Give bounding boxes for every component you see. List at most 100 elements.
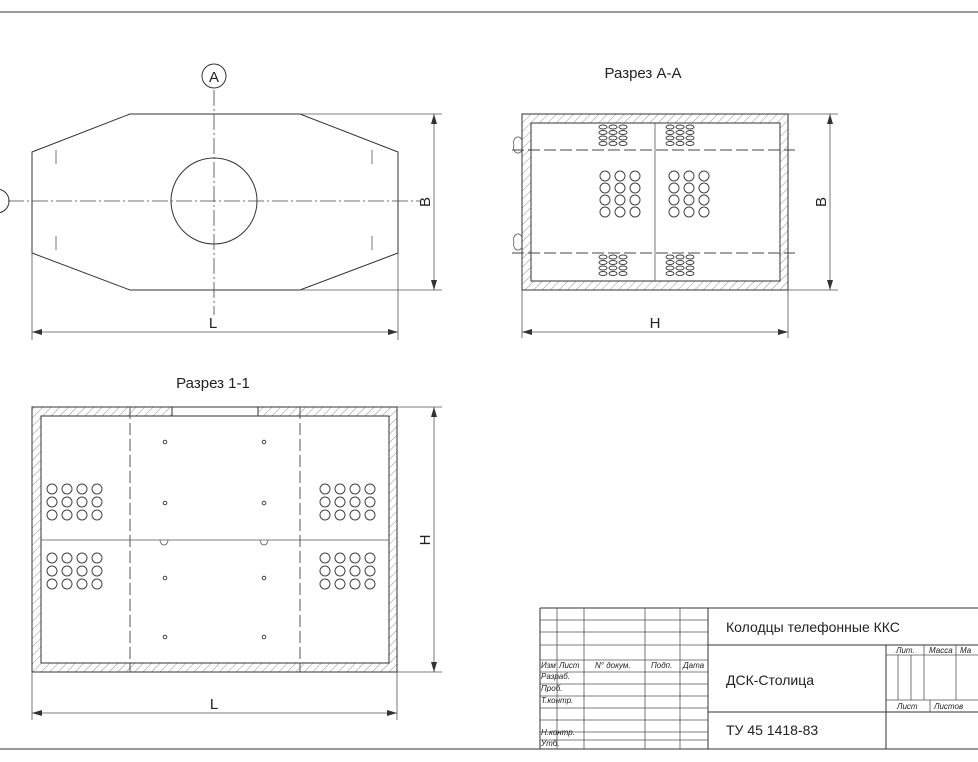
section-aa-title: Разрез А-А (605, 65, 682, 82)
perforation-hole (683, 170, 695, 182)
dim-label-11-l: L (210, 696, 218, 713)
perforation-hole (61, 578, 73, 590)
slot-hole (665, 135, 675, 141)
slot-hole (598, 254, 608, 260)
slot-hole (618, 130, 628, 135)
slot-hole (685, 271, 695, 276)
perforation-hole (91, 552, 103, 564)
title-block: Изм Лист N° докум. Подп. Дата Разраб. Пр… (539, 607, 978, 749)
bolt-hole (261, 500, 267, 506)
tb-row-razrab: Разраб. (541, 672, 570, 681)
perforation-hole (61, 552, 73, 564)
slot-hole (665, 130, 675, 135)
perforation-hole (76, 483, 88, 495)
perforation-hole (76, 552, 88, 564)
perforation-hole (364, 496, 376, 508)
slot-hole (598, 124, 608, 130)
perforation-hole (599, 206, 611, 218)
tb-col-izm: Изм (541, 661, 556, 670)
bolt-hole (162, 439, 168, 445)
tb-sheet-label: Лист (896, 702, 918, 711)
tb-col-sign: Подп. (651, 661, 672, 670)
slot-hole (665, 265, 675, 271)
slot-hole (675, 124, 685, 130)
slot-hole (675, 254, 685, 260)
slot-hole (665, 124, 675, 130)
perforation-hole (76, 496, 88, 508)
perforation-hole (76, 509, 88, 521)
plan-outline (31, 113, 399, 291)
slot-hole (685, 124, 695, 130)
section-marker-a (201, 63, 227, 89)
slot-hole (675, 135, 685, 141)
perforation-hole (364, 578, 376, 590)
bolt-hole (261, 634, 267, 640)
perforation-hole (629, 182, 641, 194)
perforation-hole (629, 170, 641, 182)
perforation-hole (668, 194, 680, 206)
perforation-hole (91, 565, 103, 577)
slot-hole (618, 141, 628, 146)
slot-hole (608, 271, 618, 276)
tb-organization: ДСК-Столица (726, 672, 814, 688)
perforation-hole (349, 565, 361, 577)
sheet-frame (0, 11, 978, 750)
perforation-hole (46, 496, 58, 508)
perforation-hole (334, 509, 346, 521)
slot-hole (598, 265, 608, 271)
slot-hole (598, 141, 608, 146)
perforation-hole (46, 565, 58, 577)
section-11-perforations (46, 439, 376, 640)
tb-title: Колодцы телефонные ККС (726, 619, 900, 635)
perforation-hole (349, 578, 361, 590)
perforation-hole (76, 565, 88, 577)
slot-hole (608, 124, 618, 130)
section-11-view: Разрез 1-1 L H (31, 375, 442, 720)
slot-hole (675, 260, 685, 265)
perforation-hole (61, 496, 73, 508)
tb-mass-label: Масса (929, 646, 953, 655)
perforation-hole (334, 565, 346, 577)
perforation-hole (349, 509, 361, 521)
perforation-hole (683, 194, 695, 206)
perforation-hole (46, 483, 58, 495)
bolt-hole (261, 575, 267, 581)
perforation-hole (698, 182, 710, 194)
perforation-hole (334, 578, 346, 590)
perforation-hole (91, 509, 103, 521)
slot-hole (598, 260, 608, 265)
slot-hole (685, 135, 695, 141)
perforation-hole (334, 496, 346, 508)
tb-col-date: Дата (682, 661, 705, 670)
perforation-hole (334, 483, 346, 495)
perforation-hole (91, 483, 103, 495)
slot-hole (675, 141, 685, 146)
tb-document: ТУ 45 1418-83 (726, 722, 818, 738)
slot-hole (685, 260, 695, 265)
perforation-hole (614, 194, 626, 206)
perforation-hole (668, 206, 680, 218)
section-aa-view: Разрез А-А H B (512, 65, 838, 338)
slot-hole (675, 271, 685, 276)
tb-row-utb: Утб. (540, 739, 560, 748)
bolt-hole (162, 634, 168, 640)
perforation-hole (61, 565, 73, 577)
tb-row-prob: Проб. (541, 684, 562, 693)
slot-hole (608, 135, 618, 141)
slot-hole (665, 254, 675, 260)
perforation-hole (668, 170, 680, 182)
dim-label-plan-l: L (209, 315, 217, 332)
perforation-hole (319, 509, 331, 521)
perforation-hole (698, 206, 710, 218)
slot-hole (665, 141, 675, 146)
perforation-hole (599, 182, 611, 194)
tb-sheets-label: Листов (933, 702, 963, 711)
slot-hole (608, 265, 618, 271)
perforation-hole (319, 565, 331, 577)
perforation-hole (364, 509, 376, 521)
slot-hole (598, 135, 608, 141)
perforation-hole (61, 509, 73, 521)
dim-label-aa-b: B (813, 197, 830, 207)
slot-hole (618, 260, 628, 265)
perforation-hole (683, 206, 695, 218)
